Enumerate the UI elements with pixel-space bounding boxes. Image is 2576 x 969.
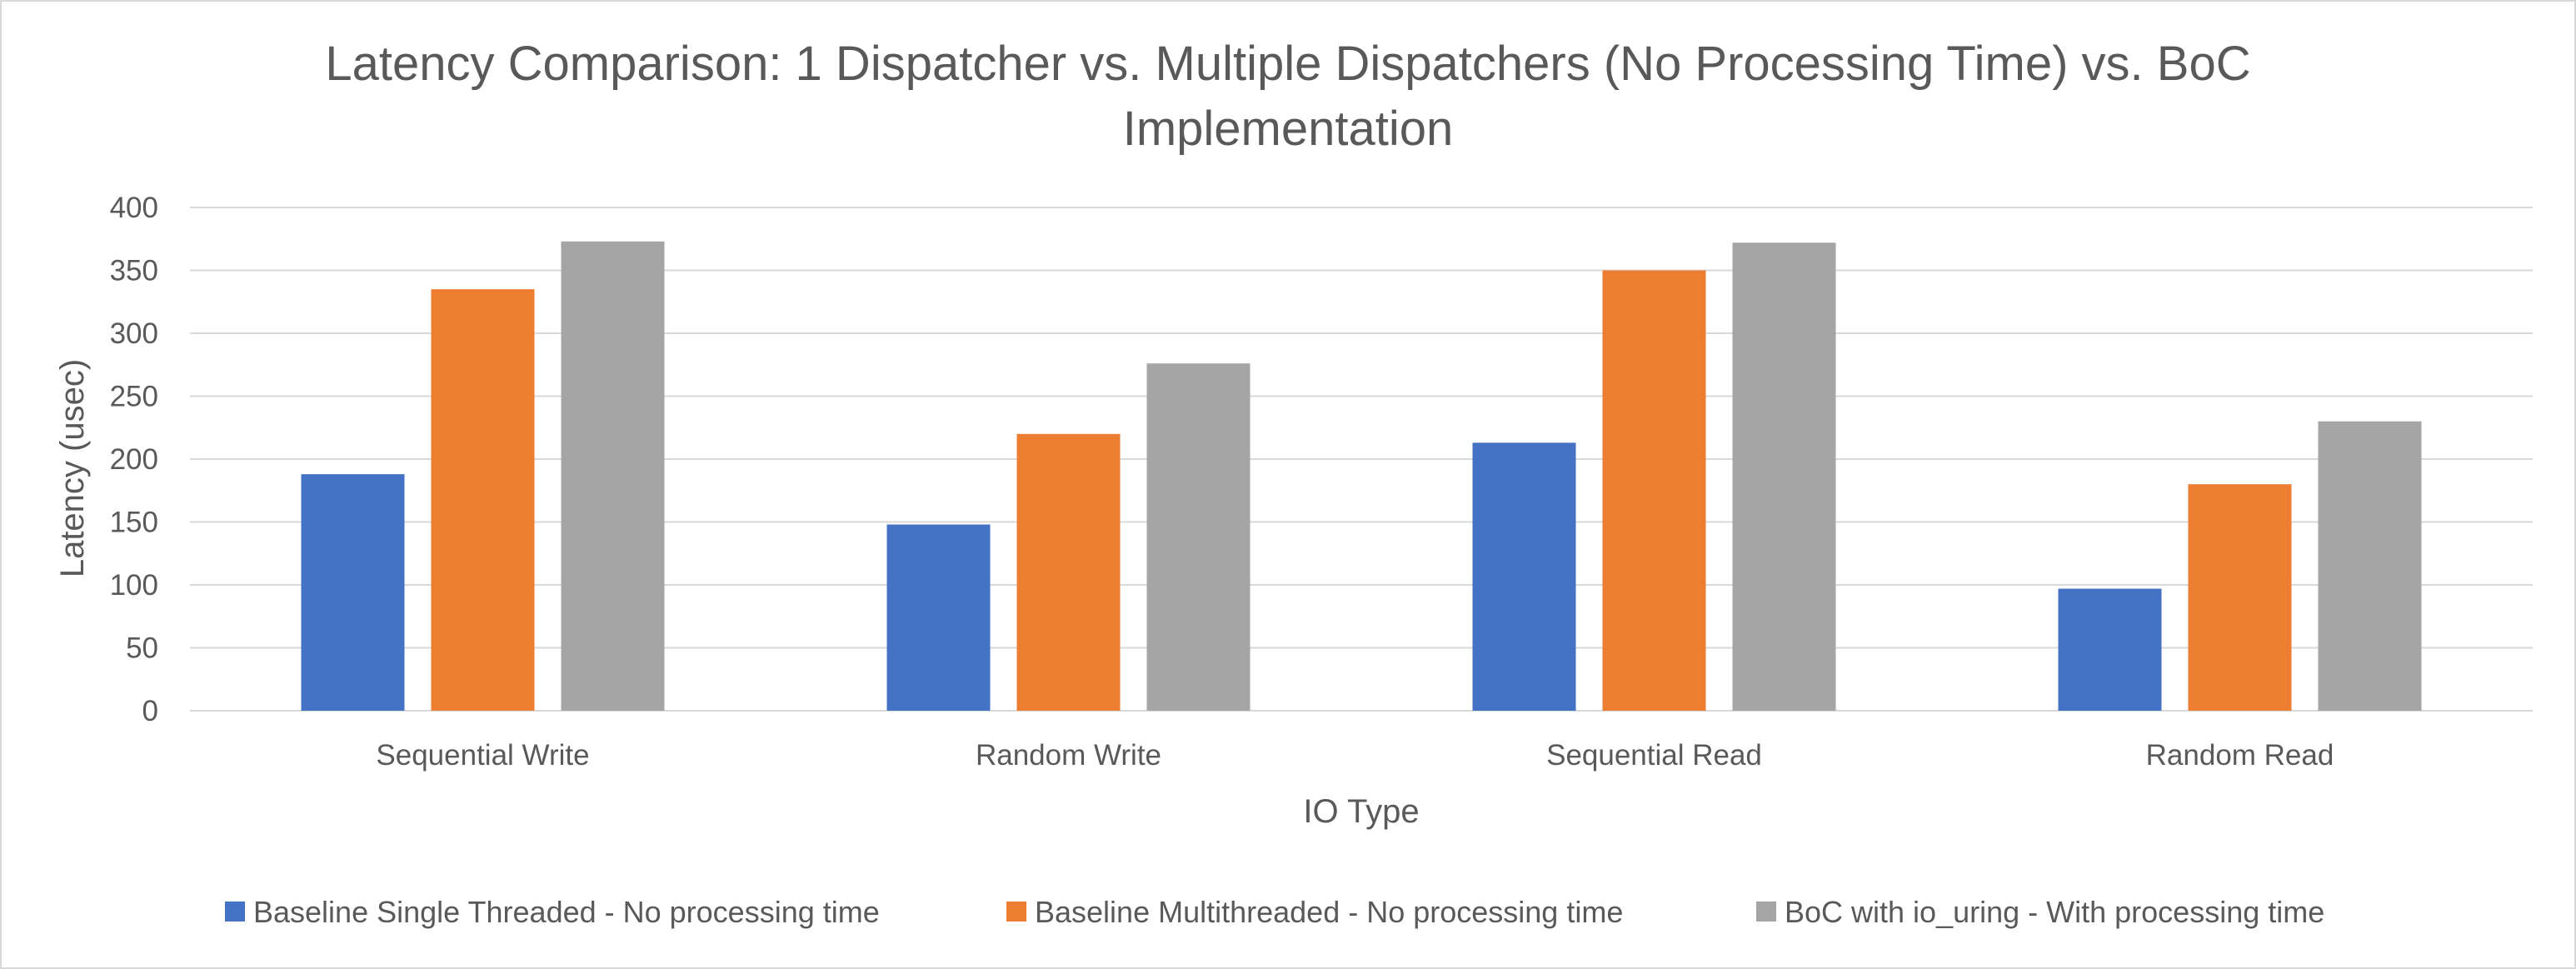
bar-2-sequential-write [431, 289, 535, 711]
legend-swatch [1006, 902, 1026, 922]
bar-1-random-write [886, 524, 991, 711]
legend-label: Baseline Single Threaded - No processing… [253, 895, 880, 929]
y-axis-title: Latency (usec) [54, 359, 91, 577]
legend-item: BoC with io_uring - With processing time [1756, 895, 2324, 929]
bar-3-sequential-read [1732, 242, 1836, 711]
bar-1-sequential-read [1472, 442, 1576, 711]
legend-label: BoC with io_uring - With processing time [1785, 895, 2324, 929]
x-tick-label: Random Write [976, 739, 1161, 772]
x-axis-ticks: Sequential Write Random Write Sequential R… [376, 739, 2334, 772]
bar-2-sequential-read [1602, 270, 1706, 711]
legend-item: Baseline Multithreaded - No processing t… [1006, 895, 1623, 929]
x-tick-label: Sequential Write [376, 739, 589, 772]
y-tick-label: 400 [110, 192, 158, 224]
chart-title: Latency Comparison: 1 Dispatcher vs. Mul… [325, 37, 2250, 156]
bars [301, 241, 2422, 711]
bar-2-random-write [1016, 433, 1121, 711]
chart-title-line-1: Latency Comparison: 1 Dispatcher vs. Mul… [325, 37, 2250, 91]
y-tick-label: 350 [110, 255, 158, 287]
legend: Baseline Single Threaded - No processing… [225, 895, 2324, 929]
legend-item: Baseline Single Threaded - No processing… [225, 895, 880, 929]
legend-swatch [225, 902, 245, 922]
y-tick-label: 150 [110, 507, 158, 539]
x-tick-label: Sequential Read [1546, 739, 1762, 772]
bar-3-sequential-write [561, 241, 665, 711]
x-axis-title: IO Type [1303, 793, 1419, 830]
legend-label: Baseline Multithreaded - No processing t… [1035, 895, 1623, 929]
y-axis-ticks: 0 50 100 150 200 250 300 350 400 [110, 192, 158, 727]
y-tick-label: 250 [110, 381, 158, 413]
y-tick-label: 0 [142, 695, 158, 727]
y-tick-label: 50 [126, 632, 158, 665]
bar-3-random-read [2318, 421, 2422, 711]
bar-1-sequential-write [301, 474, 405, 711]
chart-title-line-2: Implementation [1123, 102, 1454, 156]
bar-3-random-write [1146, 363, 1251, 711]
y-tick-label: 300 [110, 317, 158, 350]
gridlines [190, 207, 2533, 712]
bar-1-random-read [2058, 588, 2162, 711]
x-tick-label: Random Read [2146, 739, 2334, 772]
legend-swatch [1756, 902, 1776, 922]
y-tick-label: 100 [110, 569, 158, 602]
y-tick-label: 200 [110, 443, 158, 476]
bar-2-random-read [2188, 484, 2292, 711]
